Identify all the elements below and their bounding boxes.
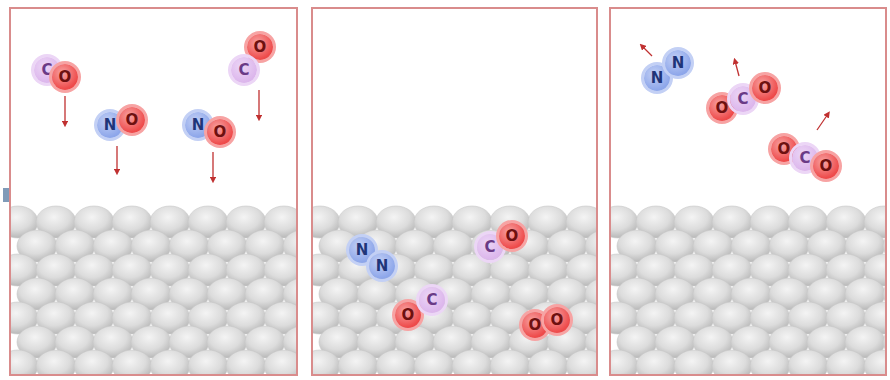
- atom-circle: O: [207, 119, 233, 145]
- atom-circle: C: [419, 287, 445, 313]
- atom-symbol: O: [254, 40, 267, 55]
- atom-symbol: O: [529, 318, 542, 333]
- surface-spheres: [11, 206, 296, 374]
- atom-symbol: O: [402, 308, 415, 323]
- atom-symbol: O: [506, 229, 519, 244]
- atom-circle: O: [247, 34, 273, 60]
- atom-symbol: O: [59, 70, 72, 85]
- atom-circle: N: [665, 50, 691, 76]
- atom-symbol: C: [799, 151, 810, 166]
- atom-circle: N: [369, 253, 395, 279]
- atom-circle: C: [231, 57, 257, 83]
- atom-symbol: O: [551, 313, 564, 328]
- atom-symbol: N: [376, 259, 389, 274]
- atom-symbol: O: [716, 101, 729, 116]
- motion-arrows: [65, 46, 828, 180]
- atom-circle: O: [544, 307, 570, 333]
- atom-symbol: N: [651, 71, 664, 86]
- atom-circle: O: [813, 153, 839, 179]
- atom-circle: O: [52, 64, 78, 90]
- atom-symbol: N: [192, 118, 205, 133]
- atom-circle: O: [752, 75, 778, 101]
- atom-symbol: C: [41, 63, 52, 78]
- atom-symbol: C: [484, 240, 495, 255]
- atom-symbol: C: [737, 92, 748, 107]
- surface-spheres: [611, 206, 885, 374]
- edge-marker: [3, 188, 9, 202]
- atom-symbol: O: [820, 159, 833, 174]
- atom-circle: O: [499, 223, 525, 249]
- catalyst-surface: [0, 206, 890, 380]
- atom-symbol: O: [759, 81, 772, 96]
- atom-circle: O: [119, 107, 145, 133]
- atom-symbol: N: [356, 243, 369, 258]
- atom-circle: O: [395, 302, 421, 328]
- atom-symbol: C: [426, 293, 437, 308]
- atom-symbol: O: [126, 113, 139, 128]
- atom-symbol: O: [778, 142, 791, 157]
- panel-frames: [10, 8, 886, 375]
- atom-symbol: C: [238, 63, 249, 78]
- atom-symbol: N: [672, 56, 685, 71]
- atom-symbol: N: [104, 118, 117, 133]
- surface-spheres: [313, 206, 596, 374]
- atom-symbol: O: [214, 125, 227, 140]
